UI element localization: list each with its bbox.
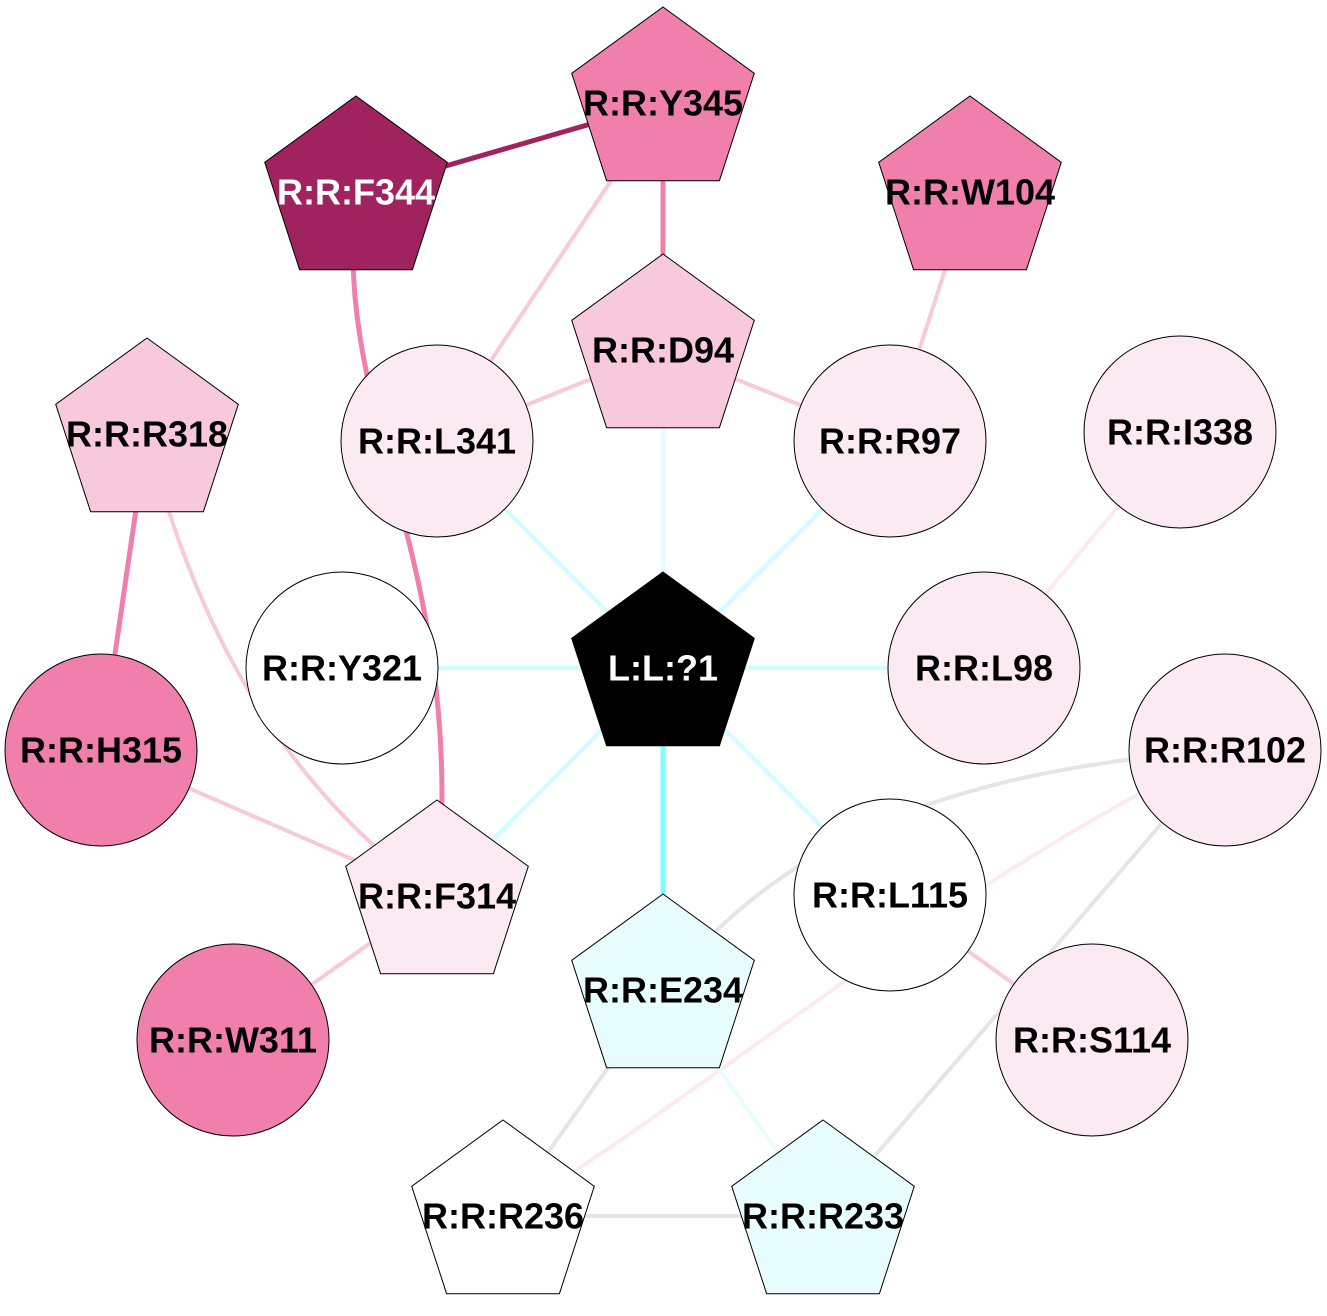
node-label: R:R:W104 xyxy=(885,172,1055,213)
node-i338[interactable]: R:R:I338 xyxy=(1083,335,1277,529)
node-circle xyxy=(793,344,987,538)
node-pentagon xyxy=(571,571,755,747)
node-w311[interactable]: R:R:W311 xyxy=(136,943,330,1137)
node-r318[interactable]: R:R:R318 xyxy=(55,337,239,513)
node-label: R:R:R233 xyxy=(742,1196,904,1237)
node-circle xyxy=(793,798,987,992)
edge-f344-f314 xyxy=(350,191,445,897)
node-label: R:R:S114 xyxy=(1013,1020,1171,1061)
node-label: R:R:L98 xyxy=(915,648,1053,689)
node-y345[interactable]: R:R:Y345 xyxy=(571,6,755,182)
node-label: R:R:D94 xyxy=(592,330,734,371)
node-pentagon xyxy=(55,337,239,513)
node-circle xyxy=(340,344,534,538)
node-l98[interactable]: R:R:L98 xyxy=(887,571,1081,765)
node-pentagon xyxy=(345,799,529,975)
node-f314[interactable]: R:R:F314 xyxy=(345,799,529,975)
node-circle xyxy=(245,571,439,765)
node-label: L:L:?1 xyxy=(608,648,718,689)
node-label: R:R:R318 xyxy=(66,414,228,455)
node-r233[interactable]: R:R:R233 xyxy=(731,1119,915,1295)
node-circle xyxy=(1083,335,1277,529)
node-label: R:R:E234 xyxy=(583,970,743,1011)
node-d94[interactable]: R:R:D94 xyxy=(571,253,755,429)
node-label: R:R:I338 xyxy=(1107,412,1253,453)
node-label: R:R:F314 xyxy=(358,876,516,917)
node-pentagon xyxy=(411,1119,595,1295)
node-label: R:R:L115 xyxy=(812,875,968,916)
node-e234[interactable]: R:R:E234 xyxy=(571,893,755,1069)
node-w104[interactable]: R:R:W104 xyxy=(878,95,1062,271)
node-label: R:R:L341 xyxy=(358,421,516,462)
edge-r102-r236 xyxy=(501,748,1226,1218)
node-circle xyxy=(995,943,1189,1137)
node-l341[interactable]: R:R:L341 xyxy=(340,344,534,538)
node-lig[interactable]: L:L:?1 xyxy=(571,571,755,747)
node-s114[interactable]: R:R:S114 xyxy=(995,943,1189,1137)
node-circle xyxy=(1128,653,1322,847)
node-circle xyxy=(887,571,1081,765)
node-label: R:R:F344 xyxy=(277,172,435,213)
node-h315[interactable]: R:R:H315 xyxy=(4,653,198,847)
node-label: R:R:R102 xyxy=(1144,730,1306,771)
node-f344[interactable]: R:R:F344 xyxy=(264,95,448,271)
node-circle xyxy=(4,653,198,847)
node-label: R:R:R97 xyxy=(819,421,961,462)
node-l115[interactable]: R:R:L115 xyxy=(793,798,987,992)
node-label: R:R:Y345 xyxy=(583,83,743,124)
node-circle xyxy=(136,943,330,1137)
node-pentagon xyxy=(731,1119,915,1295)
node-r236[interactable]: R:R:R236 xyxy=(411,1119,595,1295)
node-r102[interactable]: R:R:R102 xyxy=(1128,653,1322,847)
node-pentagon xyxy=(571,893,755,1069)
node-pentagon xyxy=(571,253,755,429)
node-label: R:R:H315 xyxy=(20,730,182,771)
node-y321[interactable]: R:R:Y321 xyxy=(245,571,439,765)
node-label: R:R:Y321 xyxy=(262,648,422,689)
node-pentagon xyxy=(571,6,755,182)
node-label: R:R:W311 xyxy=(149,1020,317,1061)
node-pentagon xyxy=(878,95,1062,271)
node-pentagon xyxy=(264,95,448,271)
node-label: R:R:R236 xyxy=(422,1196,584,1237)
node-r97[interactable]: R:R:R97 xyxy=(793,344,987,538)
